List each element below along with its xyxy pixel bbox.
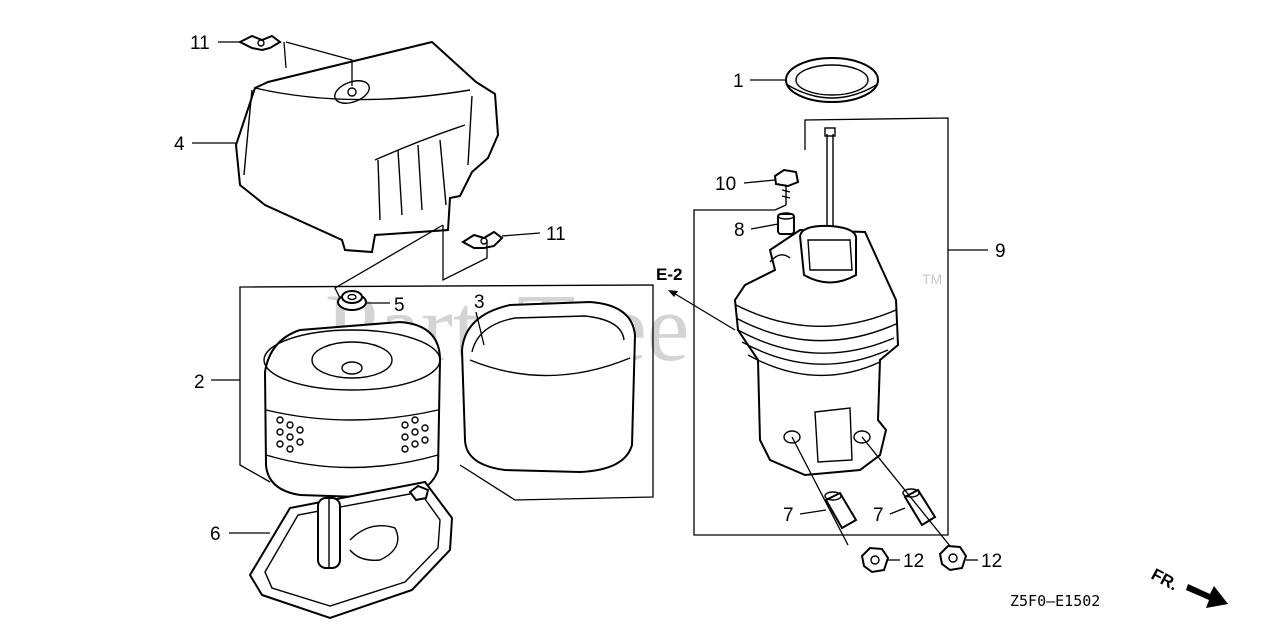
callout-9: 9 — [995, 241, 1006, 262]
collar-part-8 — [777, 212, 795, 235]
callout-11-top: 11 — [190, 33, 210, 54]
stud-part-7-left — [824, 491, 858, 530]
cover-part-4 — [234, 40, 500, 254]
callout-4: 4 — [174, 134, 185, 155]
left-assembly-brackets — [239, 41, 654, 501]
front-direction-indicator: FR. — [1148, 565, 1228, 608]
direction-label: FR. — [1148, 565, 1181, 595]
element-perforations — [276, 416, 429, 453]
bolt-part-10 — [773, 168, 800, 205]
leader-lines — [192, 41, 988, 561]
watermark-trademark: TM — [922, 271, 942, 287]
callout-6: 6 — [210, 524, 221, 545]
callout-10: 10 — [715, 174, 736, 195]
nut-part-12-left — [860, 546, 890, 574]
callout-12-right: 12 — [981, 551, 1002, 572]
reference-arrowhead — [668, 290, 678, 297]
callout-11-mid: 11 — [546, 224, 566, 245]
elbow-part-9 — [733, 127, 900, 477]
callout-12-left: 12 — [903, 551, 924, 572]
nut-part-12-right — [938, 544, 968, 572]
foam-part-3 — [460, 300, 637, 474]
callout-labels: 11 4 11 5 3 2 6 1 10 8 9 7 7 12 12 — [174, 33, 1006, 572]
wing-nut-11-top — [237, 34, 282, 52]
right-assembly-brackets — [693, 117, 951, 547]
callout-1: 1 — [733, 71, 744, 92]
reference-label: E-2 — [656, 265, 682, 284]
element-part-2 — [263, 320, 442, 500]
base-part-6 — [248, 480, 454, 620]
grommet-part-5 — [337, 290, 367, 311]
front-arrow-icon — [1186, 584, 1228, 608]
callout-3: 3 — [474, 292, 485, 313]
callout-5: 5 — [394, 295, 405, 316]
wing-nut-11-mid — [461, 230, 504, 249]
packing-part-1 — [785, 57, 879, 103]
callout-8: 8 — [734, 220, 745, 241]
callout-2: 2 — [194, 372, 205, 393]
callout-7-right: 7 — [873, 505, 884, 526]
diagram-code: Z5F0—E1502 — [1010, 592, 1100, 610]
callout-7-left: 7 — [783, 505, 794, 526]
